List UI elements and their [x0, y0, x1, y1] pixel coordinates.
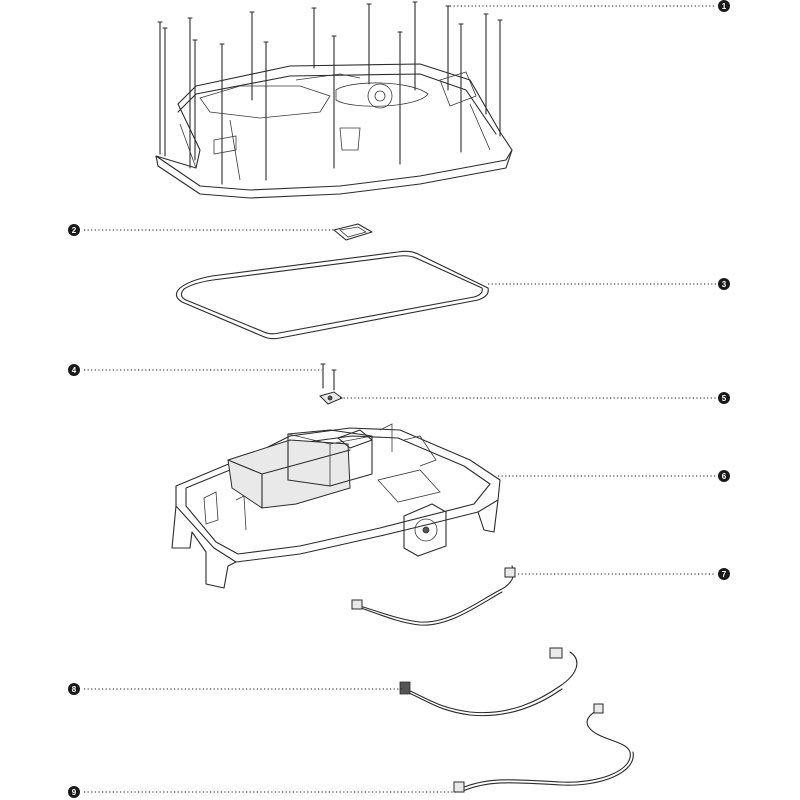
part-4-screws	[320, 363, 337, 391]
part-8-cable	[399, 647, 578, 717]
svg-text:7: 7	[722, 570, 727, 579]
callout-6: 6	[718, 470, 730, 482]
callout-4: 4	[68, 364, 80, 376]
svg-text:5: 5	[722, 394, 727, 403]
part-5-clip	[319, 391, 343, 405]
callout-7: 7	[718, 568, 730, 580]
svg-text:8: 8	[72, 685, 77, 694]
part-3-gasket	[175, 250, 489, 340]
callout-8: 8	[68, 683, 80, 695]
part-2-cap	[333, 223, 373, 241]
callout-1: 1	[718, 0, 730, 12]
part-1-top-cover	[155, 1, 513, 199]
part-9-cable	[453, 703, 634, 793]
screw-set	[157, 1, 503, 185]
part-6-chassis	[171, 423, 501, 589]
svg-text:9: 9	[72, 788, 77, 797]
callout-3: 3	[718, 278, 730, 290]
callout-5: 5	[718, 392, 730, 404]
svg-text:6: 6	[722, 472, 727, 481]
callout-2: 2	[68, 224, 80, 236]
svg-text:2: 2	[72, 226, 77, 235]
callout-9: 9	[68, 786, 80, 798]
svg-text:4: 4	[72, 366, 77, 375]
part-7-cable	[351, 565, 516, 626]
svg-text:1: 1	[722, 2, 727, 11]
svg-text:3: 3	[722, 280, 727, 289]
leader-lines	[84, 5, 716, 793]
